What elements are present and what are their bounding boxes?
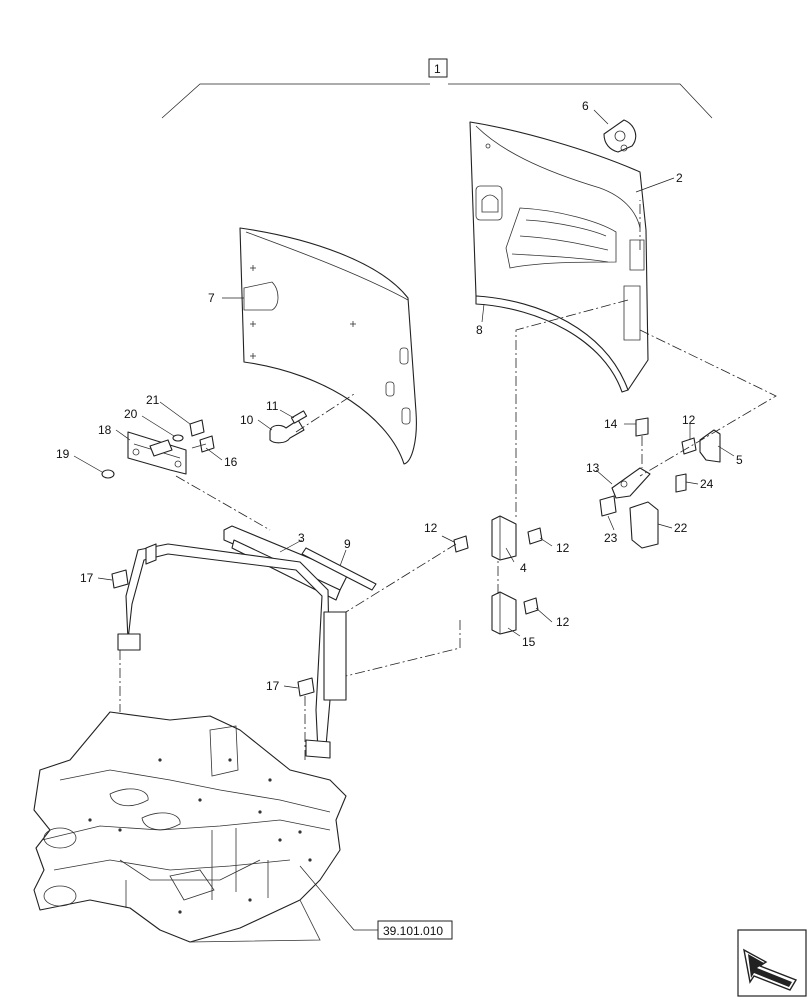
callout-3[interactable]: 3 bbox=[298, 531, 305, 545]
callout-leaders bbox=[73, 109, 735, 689]
part-hood-panel bbox=[469, 121, 649, 391]
part-bolt-23 bbox=[599, 495, 617, 517]
part-bolt-17b bbox=[297, 677, 315, 697]
part-bolt-12d bbox=[681, 437, 697, 455]
callout-17-a[interactable]: 17 bbox=[80, 571, 94, 585]
part-bolt-14 bbox=[635, 417, 649, 437]
base-frame bbox=[33, 711, 347, 943]
part-bolt-12a bbox=[453, 535, 469, 553]
callout-labels: 2 3 4 5 6 7 8 9 10 11 12 12 12 12 12 13 … bbox=[56, 99, 743, 693]
part-bolt-16 bbox=[191, 435, 215, 453]
part-washer-20 bbox=[172, 434, 184, 442]
assembly-bracket bbox=[161, 83, 713, 119]
callout-21[interactable]: 21 bbox=[146, 393, 160, 407]
callout-12-a[interactable]: 12 bbox=[424, 521, 438, 535]
assembly-label-box[interactable]: 1 bbox=[428, 58, 448, 78]
callout-16[interactable]: 16 bbox=[224, 455, 238, 469]
part-bolt-21 bbox=[189, 419, 205, 437]
part-frame-guard bbox=[117, 525, 349, 759]
callout-9[interactable]: 9 bbox=[344, 537, 351, 551]
callout-10[interactable]: 10 bbox=[240, 413, 254, 427]
part-inner-cover bbox=[239, 227, 417, 465]
reference-box[interactable]: 39.101.010 bbox=[299, 865, 453, 940]
callout-6[interactable]: 6 bbox=[582, 99, 589, 113]
part-latch-13 bbox=[611, 467, 651, 499]
callout-8[interactable]: 8 bbox=[476, 323, 483, 337]
part-bracket-18 bbox=[127, 431, 187, 475]
callout-17-b[interactable]: 17 bbox=[266, 679, 280, 693]
part-seal-strip bbox=[475, 295, 629, 393]
navigation-arrow-icon[interactable] bbox=[737, 929, 807, 997]
part-bolt-12c bbox=[523, 597, 539, 615]
part-bolt-12b bbox=[527, 527, 543, 545]
callout-19[interactable]: 19 bbox=[56, 447, 70, 461]
part-bolt-17a bbox=[111, 569, 129, 589]
callout-15[interactable]: 15 bbox=[522, 635, 536, 649]
part-hinge-4 bbox=[491, 515, 517, 561]
callout-14[interactable]: 14 bbox=[604, 417, 618, 431]
part-bracket-5 bbox=[699, 429, 721, 463]
callout-7[interactable]: 7 bbox=[208, 291, 215, 305]
callout-4[interactable]: 4 bbox=[520, 561, 527, 575]
part-bolt-24 bbox=[675, 473, 687, 493]
part-bracket-22 bbox=[629, 501, 659, 549]
callout-20[interactable]: 20 bbox=[124, 407, 138, 421]
part-nut-19 bbox=[101, 469, 115, 479]
part-latch bbox=[603, 119, 637, 153]
callout-12-d[interactable]: 12 bbox=[682, 413, 696, 427]
callout-5[interactable]: 5 bbox=[736, 453, 743, 467]
assembly-label: 1 bbox=[434, 62, 441, 76]
callout-11[interactable]: 11 bbox=[266, 399, 279, 413]
assembly-lines bbox=[119, 200, 777, 760]
callout-13[interactable]: 13 bbox=[586, 461, 600, 475]
part-strip bbox=[301, 547, 377, 591]
part-pin bbox=[269, 410, 308, 444]
callout-2[interactable]: 2 bbox=[676, 171, 683, 185]
callout-24[interactable]: 24 bbox=[700, 477, 714, 491]
callout-18[interactable]: 18 bbox=[98, 423, 112, 437]
callout-22[interactable]: 22 bbox=[674, 521, 688, 535]
callout-12-c[interactable]: 12 bbox=[556, 615, 570, 629]
callout-12-b[interactable]: 12 bbox=[556, 541, 570, 555]
callout-23[interactable]: 23 bbox=[604, 531, 618, 545]
reference-label: 39.101.010 bbox=[383, 924, 443, 938]
part-hinge-15 bbox=[491, 591, 517, 635]
